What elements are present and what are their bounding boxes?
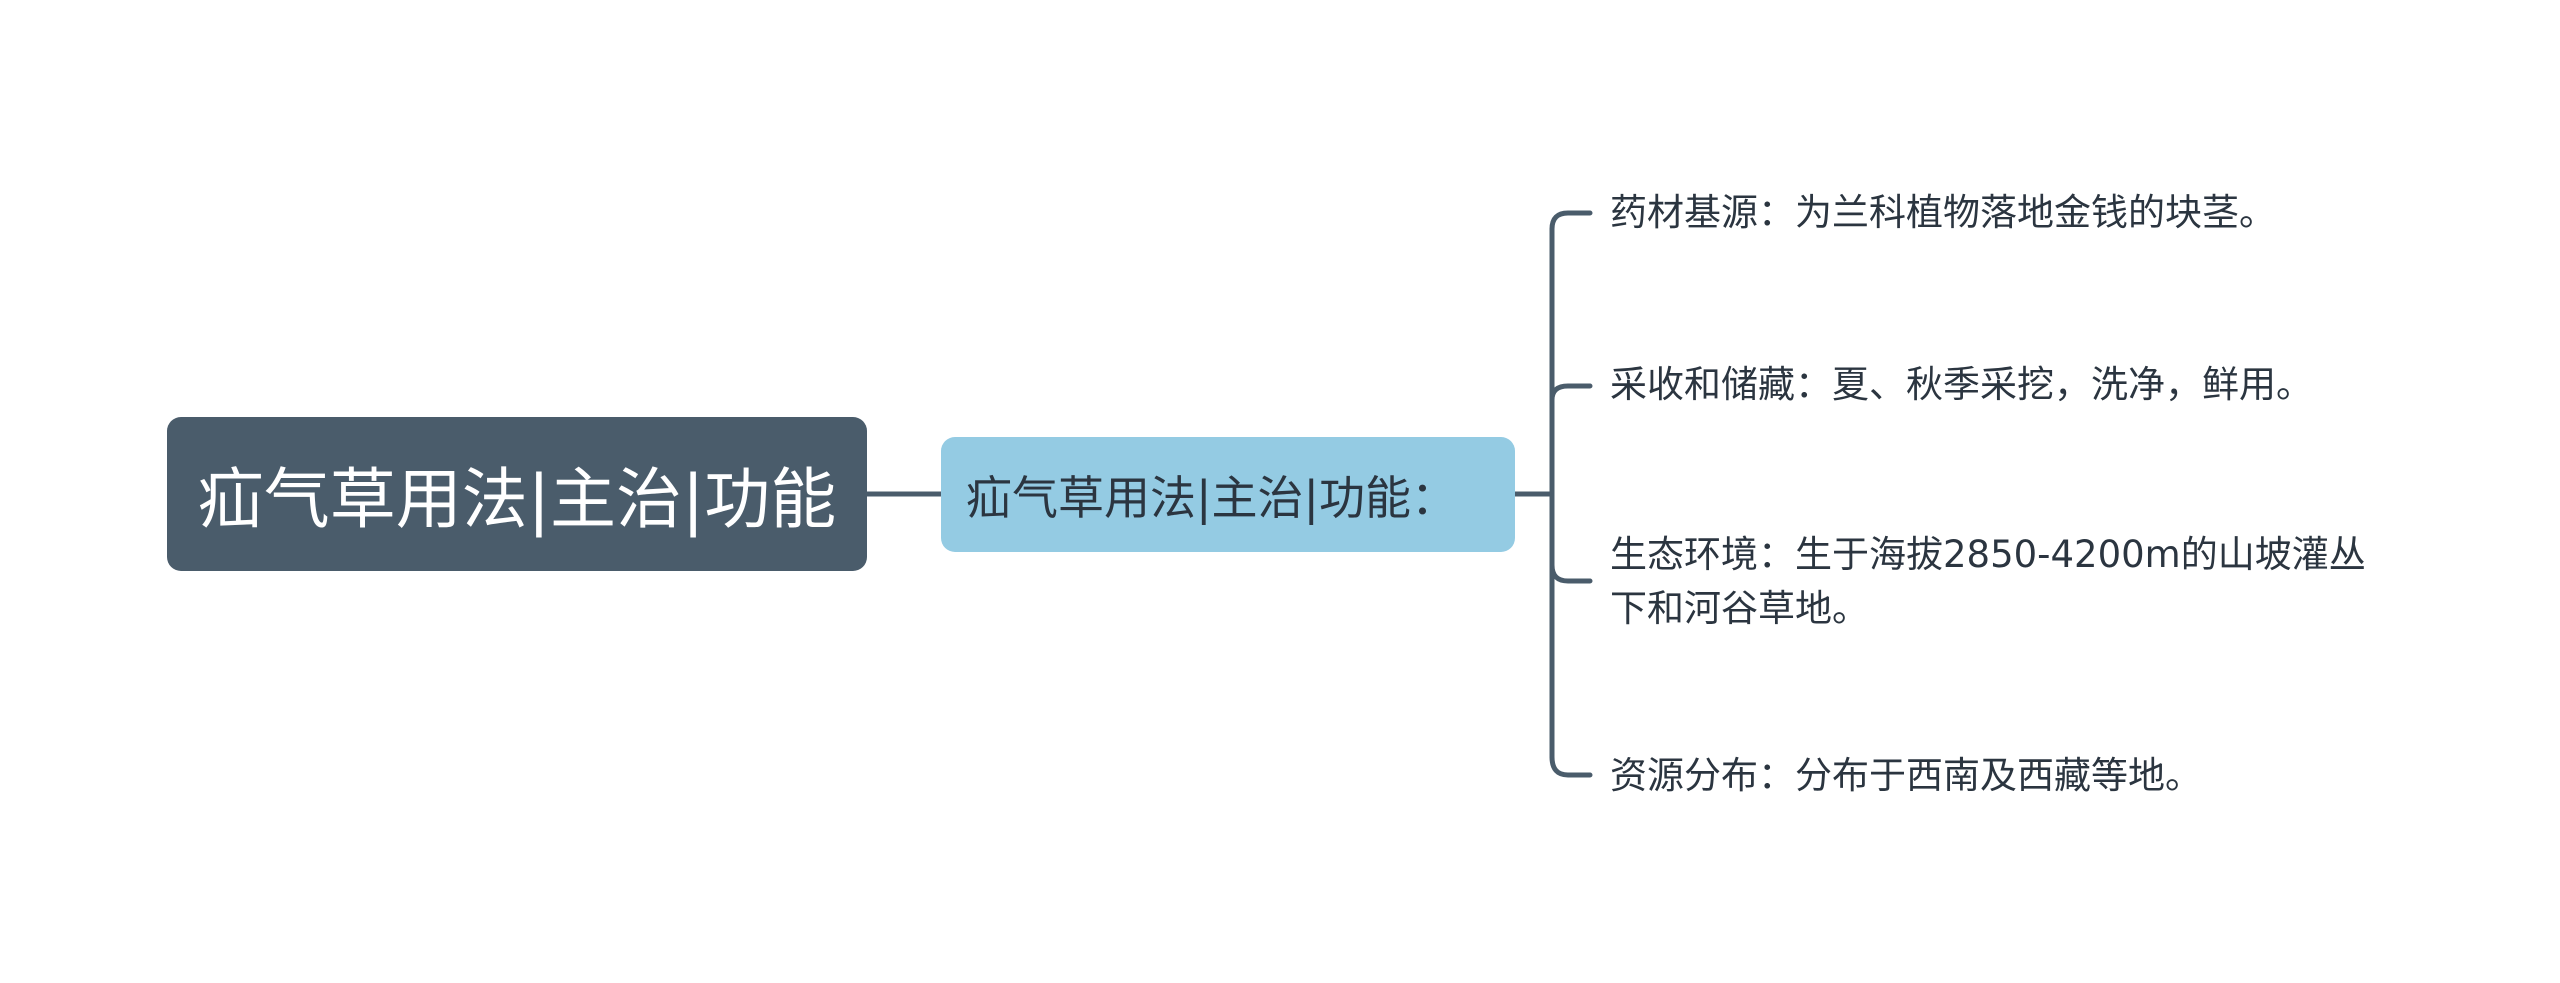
leaf-node-label: 资源分布：分布于西南及西藏等地。 (1610, 754, 2202, 797)
leaf-node-label: 药材基源：为兰科植物落地金钱的块茎。 (1610, 191, 2276, 234)
leaf-connector-2 (1549, 562, 1593, 584)
leaf-node-harvest[interactable]: 采收和储藏：夏、秋季采挖，洗净，鲜用。 (1610, 358, 2390, 412)
branch-node[interactable]: 疝气草用法|主治|功能： (941, 437, 1515, 552)
leaf-node-distribution[interactable]: 资源分布：分布于西南及西藏等地。 (1610, 749, 2390, 803)
root-node[interactable]: 疝气草用法|主治|功能 (167, 417, 867, 571)
branch-node-label: 疝气草用法|主治|功能： (966, 470, 1457, 525)
leaf-node-habitat[interactable]: 生态环境：生于海拔2850-4200m的山坡灌丛下和河谷草地。 (1610, 528, 2390, 636)
leaf-connector-1 (1549, 383, 1593, 403)
leaf-connector-0 (1549, 210, 1593, 232)
leaf-connector-3 (1549, 754, 1593, 778)
root-node-label: 疝气草用法|主治|功能 (197, 461, 837, 538)
leaf-node-label: 生态环境：生于海拔2850-4200m的山坡灌丛下和河谷草地。 (1610, 533, 2366, 630)
leaf-node-label: 采收和储藏：夏、秋季采挖，洗净，鲜用。 (1610, 363, 2313, 406)
leaf-node-source[interactable]: 药材基源：为兰科植物落地金钱的块茎。 (1610, 186, 2390, 240)
